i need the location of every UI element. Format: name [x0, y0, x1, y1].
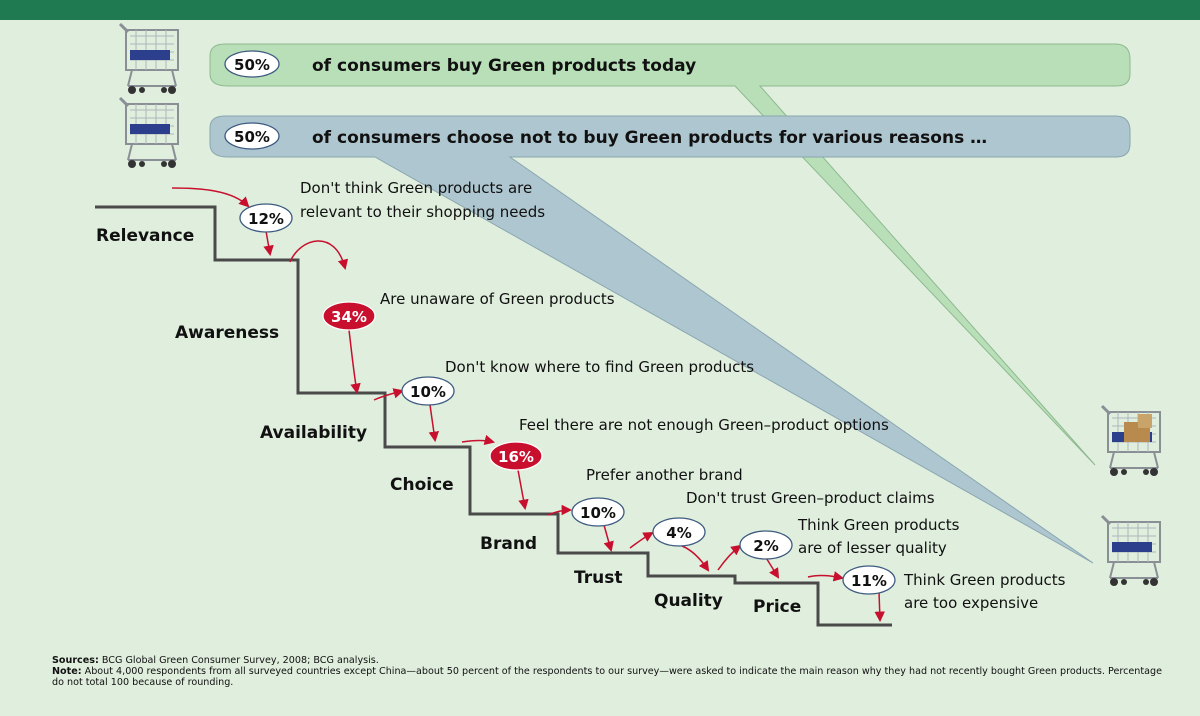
blue-callout-shape: [209, 115, 1131, 564]
step-label-quality: Quality: [654, 591, 723, 611]
step-label-relevance: Relevance: [96, 226, 194, 246]
step-label-price: Price: [753, 597, 801, 617]
badge-choice-text: 16%: [498, 448, 534, 466]
badge-buy: [224, 50, 280, 78]
reason-relevance: Don't think Green products are relevant …: [300, 179, 545, 221]
badge-awareness-text: 34%: [331, 308, 367, 326]
badge-relevance: [239, 203, 293, 233]
header-bar: [0, 0, 1200, 20]
reason-price: Think Green products are too expensive: [903, 571, 1070, 612]
step-label-brand: Brand: [480, 534, 537, 554]
note-text: About 4,000 respondents from all surveye…: [52, 666, 1163, 688]
not-buy-caption: of consumers choose not to buy Green pro…: [312, 128, 987, 148]
note-line: Note: About 4,000 respondents from all s…: [52, 666, 1162, 688]
sources-line: Sources: BCG Global Green Consumer Surve…: [52, 655, 1162, 666]
reason-availability: Don't know where to find Green products: [445, 358, 754, 376]
step-label-choice: Choice: [390, 475, 454, 495]
footnote: Sources: BCG Global Green Consumer Surve…: [52, 655, 1162, 688]
cart-full-icon: [1100, 404, 1162, 478]
sources-label: Sources:: [52, 655, 99, 666]
step-label-trust: Trust: [574, 568, 622, 588]
staircase-line: [95, 205, 892, 627]
badge-trust-text: 4%: [666, 524, 691, 542]
badge-quality-text: 2%: [753, 537, 778, 555]
cart-icon-top: [118, 22, 180, 96]
buy-caption: of consumers buy Green products today: [312, 56, 696, 76]
badge-quality: [739, 530, 793, 560]
badge-brand-text: 10%: [580, 504, 616, 522]
reason-trust: Don't trust Green–product claims: [686, 489, 935, 507]
badge-awareness: [322, 301, 376, 331]
badge-trust: [652, 517, 706, 547]
badge-buy-text: 50%: [234, 56, 270, 74]
badge-choice: [489, 441, 543, 471]
reason-quality: Think Green products are of lesser quali…: [797, 516, 964, 557]
badge-availability: [401, 376, 455, 406]
badge-not-buy-text: 50%: [234, 128, 270, 146]
reason-choice: Feel there are not enough Green–product …: [519, 416, 889, 434]
step-label-availability: Availability: [260, 423, 367, 443]
reason-brand: Prefer another brand: [586, 466, 743, 484]
badge-price-text: 11%: [851, 572, 887, 590]
badge-not-buy: [224, 122, 280, 150]
cart-icon-bottom: [1100, 514, 1162, 588]
badge-brand: [571, 497, 625, 527]
sources-text: BCG Global Green Consumer Survey, 2008; …: [101, 655, 379, 666]
badge-relevance-text: 12%: [248, 210, 284, 228]
step-label-awareness: Awareness: [175, 323, 279, 343]
green-purchase-funnel-diagram: 50% of consumers buy Green products toda…: [95, 22, 1162, 627]
note-label: Note:: [52, 666, 82, 677]
green-callout-shape: [209, 43, 1131, 466]
badge-availability-text: 10%: [410, 383, 446, 401]
flow-arrows: [171, 187, 885, 623]
badge-price: [842, 565, 896, 595]
cart-icon-second: [118, 96, 180, 170]
reason-awareness: Are unaware of Green products: [380, 290, 615, 308]
